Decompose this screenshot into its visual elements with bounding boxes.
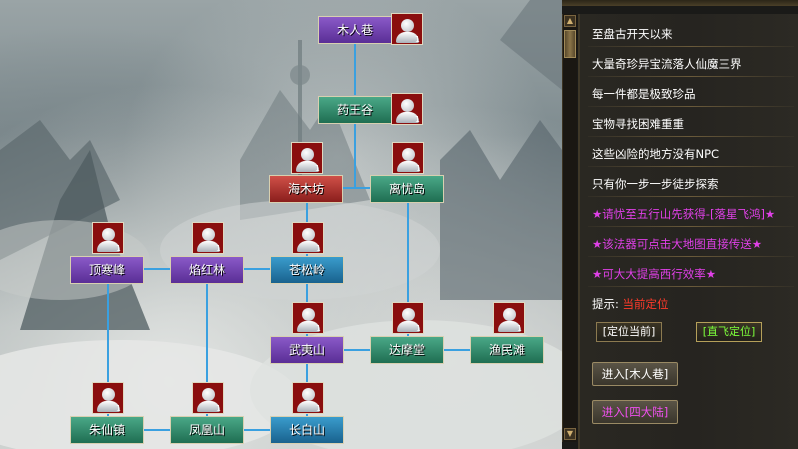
npc-count: 1 bbox=[115, 244, 121, 253]
node-yanhong[interactable]: 焰红林 bbox=[170, 256, 244, 284]
npc-count: 1 bbox=[414, 115, 420, 124]
panel-line: 宝物寻找困难重重 bbox=[592, 117, 684, 131]
npc-avatar-icon[interactable]: 1 bbox=[391, 13, 423, 45]
npc-avatar-icon[interactable]: 1 bbox=[292, 302, 324, 334]
npc-avatar-icon[interactable]: 1 bbox=[291, 142, 323, 174]
divider bbox=[588, 46, 794, 47]
npc-avatar-icon[interactable]: 1 bbox=[392, 302, 424, 334]
node-liyou[interactable]: 离忧岛 bbox=[370, 175, 444, 203]
npc-count: 1 bbox=[516, 324, 522, 333]
node-dinghan[interactable]: 顶寒峰 bbox=[70, 256, 144, 284]
npc-count: 1 bbox=[115, 404, 121, 413]
divider bbox=[588, 76, 794, 77]
npc-avatar-icon[interactable]: 1 bbox=[493, 302, 525, 334]
map-background bbox=[0, 0, 562, 449]
panel-line: 这些凶险的地方没有NPC bbox=[592, 147, 720, 161]
enter-sida-button[interactable]: 进入[四大陆] bbox=[592, 400, 678, 424]
panel-line-highlight: ★请忧至五行山先获得-[落星飞鸿]★ bbox=[592, 207, 776, 221]
map-paths bbox=[107, 44, 470, 431]
panel-line-highlight: ★可大大提高西行效率★ bbox=[592, 267, 717, 281]
divider bbox=[588, 196, 794, 197]
npc-count: 1 bbox=[414, 35, 420, 44]
scroll-down-icon[interactable]: ▼ bbox=[564, 428, 576, 440]
npc-avatar-icon[interactable]: 1 bbox=[292, 382, 324, 414]
panel-line-highlight: ★该法器可点击大地图直接传送★ bbox=[592, 237, 763, 251]
npc-avatar-icon[interactable]: 1 bbox=[392, 142, 424, 174]
npc-avatar-icon[interactable]: 1 bbox=[192, 222, 224, 254]
hint-row: 提示: 当前定位 bbox=[592, 296, 669, 312]
npc-count: 1 bbox=[314, 164, 320, 173]
node-zhuxian[interactable]: 朱仙镇 bbox=[70, 416, 144, 444]
npc-avatar-icon[interactable]: 1 bbox=[92, 222, 124, 254]
fly-to-location-button[interactable]: [直飞定位] bbox=[696, 322, 762, 342]
hint-value: 当前定位 bbox=[622, 297, 669, 311]
npc-count: 1 bbox=[315, 404, 321, 413]
node-changbai[interactable]: 长白山 bbox=[270, 416, 344, 444]
panel-line: 每一件都是极致珍品 bbox=[592, 87, 696, 101]
npc-avatar-icon[interactable]: 1 bbox=[92, 382, 124, 414]
divider bbox=[588, 286, 794, 287]
node-yumin[interactable]: 渔民滩 bbox=[470, 336, 544, 364]
node-muren[interactable]: 木人巷 bbox=[318, 16, 392, 44]
divider bbox=[588, 166, 794, 167]
panel-line: 只有你一步一步徒步探索 bbox=[592, 177, 719, 191]
npc-count: 1 bbox=[315, 244, 321, 253]
world-map[interactable]: 木人巷 1 药王谷 1 海木坊 1 离忧岛 1 顶寒峰 1 焰红林 1 苍松岭 … bbox=[0, 0, 562, 449]
npc-count: 1 bbox=[215, 404, 221, 413]
npc-count: 1 bbox=[415, 164, 421, 173]
node-fenghuang[interactable]: 凤凰山 bbox=[170, 416, 244, 444]
panel-line: 至盘古开天以来 bbox=[592, 27, 673, 41]
scroll-thumb[interactable] bbox=[564, 30, 576, 58]
node-damo[interactable]: 达摩堂 bbox=[370, 336, 444, 364]
node-cangsong[interactable]: 苍松岭 bbox=[270, 256, 344, 284]
divider bbox=[588, 136, 794, 137]
hint-label: 提示: bbox=[592, 297, 619, 311]
panel-line: 大量奇珍异宝流落人仙魔三界 bbox=[592, 57, 742, 71]
npc-avatar-icon[interactable]: 1 bbox=[292, 222, 324, 254]
divider bbox=[588, 226, 794, 227]
node-wuyi[interactable]: 武夷山 bbox=[270, 336, 344, 364]
info-panel: 至盘古开天以来 大量奇珍异宝流落人仙魔三界 每一件都是极致珍品 宝物寻找困难重重… bbox=[578, 14, 798, 449]
npc-avatar-icon[interactable]: 1 bbox=[192, 382, 224, 414]
map-scrollbar[interactable]: ▲ ▼ bbox=[562, 14, 577, 442]
node-haimu[interactable]: 海木坊 bbox=[269, 175, 343, 203]
locate-current-button[interactable]: [定位当前] bbox=[596, 322, 662, 342]
node-yaowang[interactable]: 药王谷 bbox=[318, 96, 392, 124]
divider bbox=[588, 106, 794, 107]
scroll-up-icon[interactable]: ▲ bbox=[564, 15, 576, 27]
npc-count: 1 bbox=[315, 324, 321, 333]
enter-muren-button[interactable]: 进入[木人巷] bbox=[592, 362, 678, 386]
npc-count: 1 bbox=[415, 324, 421, 333]
npc-count: 1 bbox=[215, 244, 221, 253]
npc-avatar-icon[interactable]: 1 bbox=[391, 93, 423, 125]
divider bbox=[588, 256, 794, 257]
